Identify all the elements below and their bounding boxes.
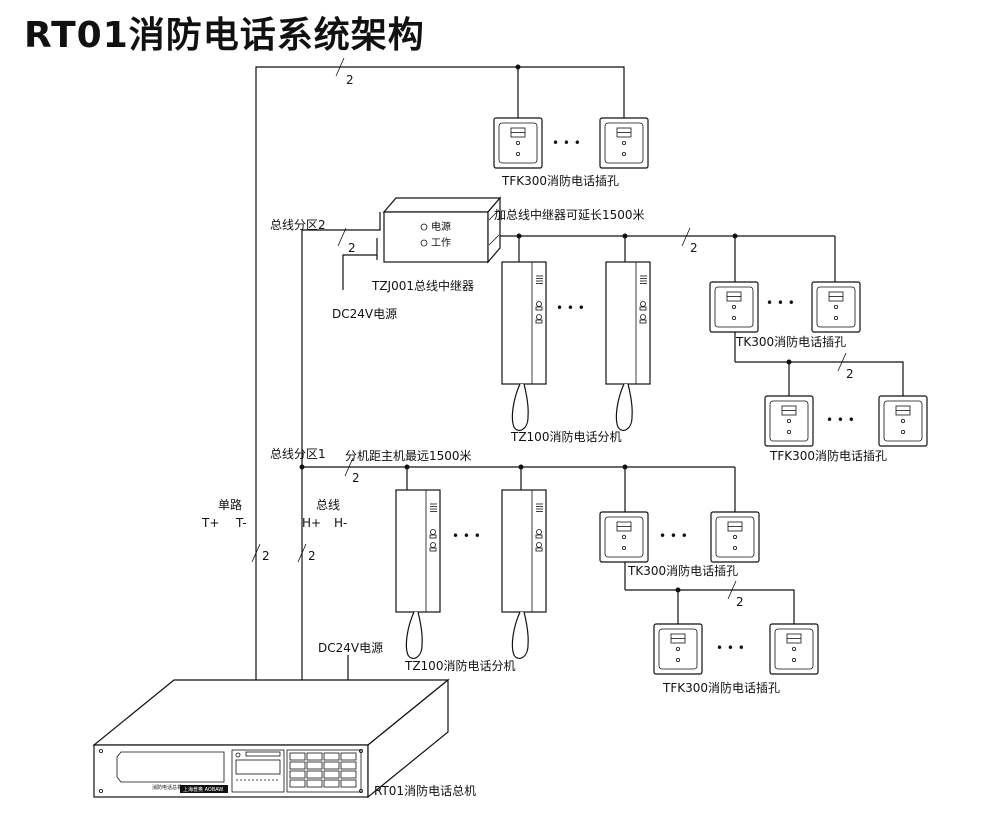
tk300-jack-icon xyxy=(709,281,759,333)
relay-work-label: 工作 xyxy=(431,237,451,249)
ellipsis: • • • xyxy=(716,641,745,655)
wires xyxy=(255,64,904,680)
tfk300-lower-group: • • • TFK300消防电话插孔 xyxy=(653,623,819,695)
tk300-lower-label: TK300消防电话插孔 xyxy=(627,563,738,578)
wire-count-label: 2 xyxy=(846,367,854,381)
ellipsis: • • • xyxy=(552,136,581,150)
wire-count-label: 2 xyxy=(352,471,360,485)
page-title: RT01消防电话系统架构 xyxy=(24,15,425,56)
tk300-jack-icon xyxy=(811,281,861,333)
dc24v-main-label: DC24V电源 xyxy=(318,641,383,655)
rt01-host: 消防电话总机 上海普奥 AOBAW xyxy=(92,678,450,799)
host-label: RT01消防电话总机 xyxy=(374,783,476,798)
wire-count-label: 2 xyxy=(308,549,316,563)
ellipsis: • • • xyxy=(452,529,481,543)
ellipsis: • • • xyxy=(826,413,855,427)
tfk300-top-label: TFK300消防电话插孔 xyxy=(501,173,619,188)
tk300-lower-group: • • • TK300消防电话插孔 xyxy=(599,511,760,578)
tz100-handset-icon xyxy=(501,261,547,432)
tz100-lower-label: TZ100消防电话分机 xyxy=(404,658,515,673)
tz100-upper-group: • • • TZ100消防电话分机 xyxy=(501,261,651,444)
tz100-handset-icon xyxy=(501,489,547,660)
tfk300-upper-label: TFK300消防电话插孔 xyxy=(769,448,887,463)
t-minus-label: T- xyxy=(235,516,247,530)
t-plus-label: T+ xyxy=(201,516,219,530)
wire-ticks: 2 2 2 2 2 2 2 2 xyxy=(251,57,854,609)
ellipsis: • • • xyxy=(766,296,795,310)
zone2-label: 总线分区2 xyxy=(270,218,326,232)
host-panel-label: 消防电话总机 xyxy=(152,784,182,791)
h-minus-label: H- xyxy=(334,516,347,530)
wire-count-label: 2 xyxy=(736,595,744,609)
host-brand-label: 上海普奥 AOBAW xyxy=(183,786,223,793)
tfk300-jack-icon xyxy=(599,117,649,169)
work-led-icon xyxy=(420,239,428,247)
tz100-handset-icon xyxy=(395,489,441,660)
tfk300-jack-icon xyxy=(764,395,814,447)
tzj001-relay: 电源 工作 xyxy=(382,196,502,264)
tfk300-jack-icon xyxy=(878,395,928,447)
zone1-label: 总线分区1 xyxy=(270,447,326,461)
tk300-upper-label: TK300消防电话插孔 xyxy=(735,334,846,349)
single-line-label: 单路 xyxy=(218,497,242,512)
tfk300-top-group: • • • TFK300消防电话插孔 xyxy=(493,117,649,188)
tfk300-jack-icon xyxy=(653,623,703,675)
ellipsis: • • • xyxy=(556,301,585,315)
wire-count-label: 2 xyxy=(262,549,270,563)
tk300-upper-group: • • • TK300消防电话插孔 xyxy=(709,281,861,349)
wire-count-label: 2 xyxy=(348,241,356,255)
tfk300-jack-icon xyxy=(769,623,819,675)
tfk300-lower-label: TFK300消防电话插孔 xyxy=(662,680,780,695)
tz100-lower-group: • • • TZ100消防电话分机 xyxy=(395,489,547,673)
relay-label: TZJ001总线中继器 xyxy=(371,278,474,293)
tk300-jack-icon xyxy=(710,511,760,563)
relay-power-label: 电源 xyxy=(431,220,451,233)
wire-count-label: 2 xyxy=(346,73,354,87)
tfk300-upper-group: • • • TFK300消防电话插孔 xyxy=(764,395,928,463)
host-lcd-icon xyxy=(235,759,281,775)
tz100-handset-icon xyxy=(605,261,651,432)
tfk300-jack-icon xyxy=(493,117,543,169)
h-plus-label: H+ xyxy=(302,516,321,530)
tz100-upper-label: TZ100消防电话分机 xyxy=(510,429,621,444)
power-led-icon xyxy=(420,223,428,231)
dc24v-relay-label: DC24V电源 xyxy=(332,307,397,321)
ellipsis: • • • xyxy=(659,529,688,543)
zone1-note: 分机距主机最远1500米 xyxy=(345,449,472,463)
wire-count-label: 2 xyxy=(690,241,698,255)
bus-label: 总线 xyxy=(316,498,340,512)
host-keypad-icon xyxy=(286,749,362,793)
tk300-jack-icon xyxy=(599,511,649,563)
relay-note: 加总线中继器可延长1500米 xyxy=(494,207,645,222)
